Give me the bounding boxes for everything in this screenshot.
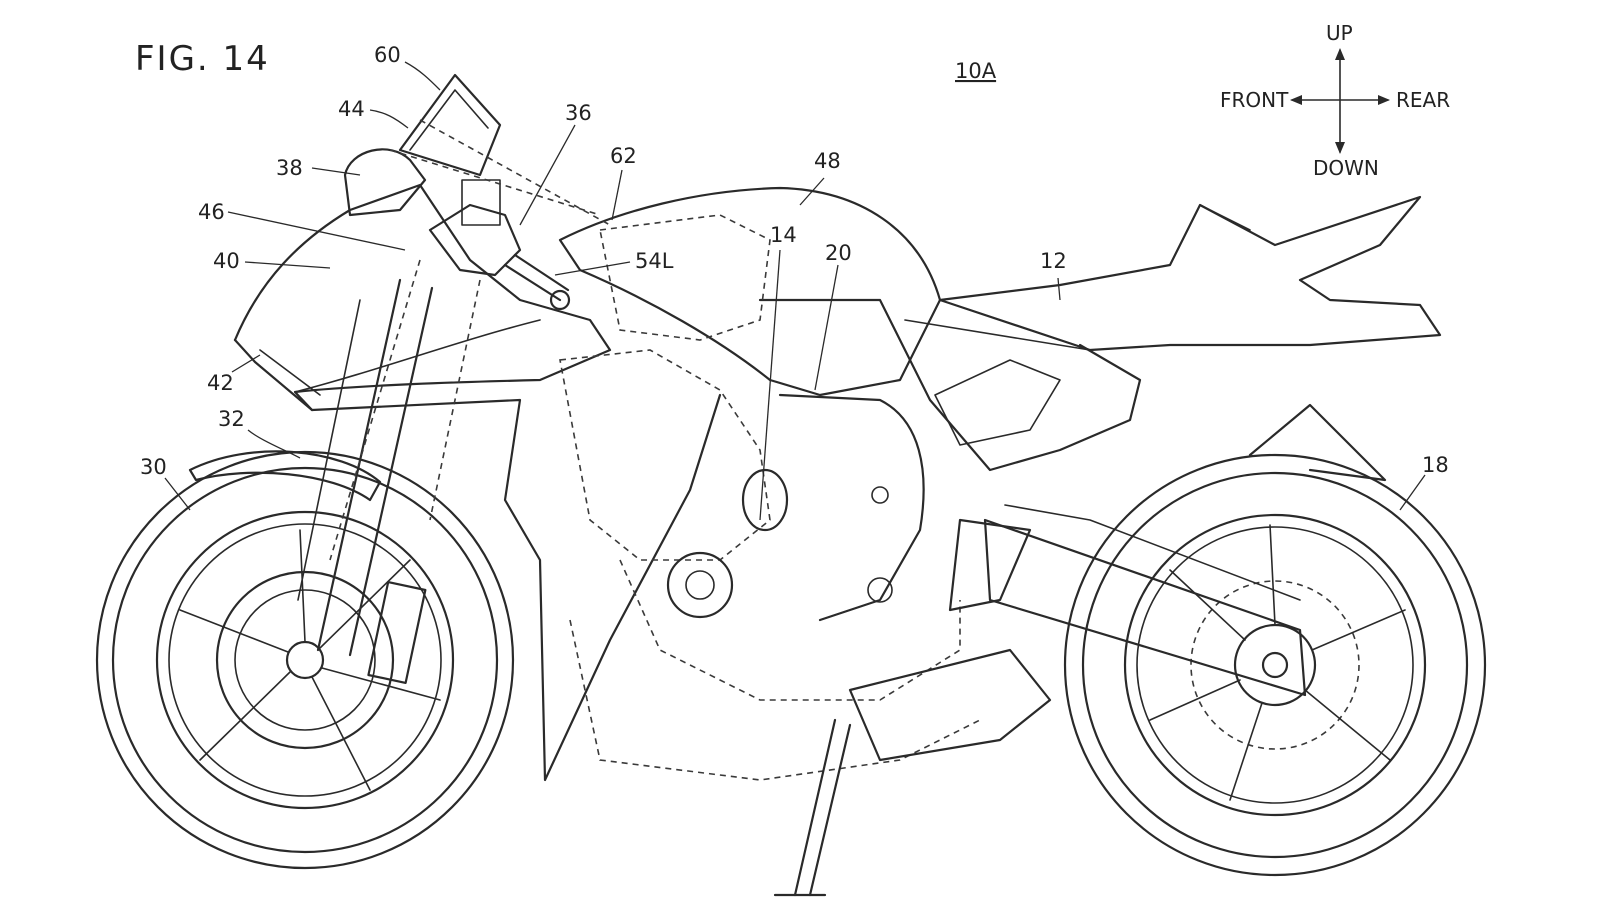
ref-48: 48 xyxy=(814,149,841,173)
ref-30: 30 xyxy=(140,455,167,479)
ref-18: 18 xyxy=(1422,453,1449,477)
ref-42: 42 xyxy=(207,371,234,395)
leader-lines xyxy=(164,61,1426,521)
assembly-ref: 10A xyxy=(955,59,997,83)
ref-36: 36 xyxy=(565,101,592,125)
rear-wheel xyxy=(1063,453,1487,877)
reference-numerals: 60 44 36 62 38 48 46 14 20 54L 40 12 42 … xyxy=(140,43,1449,479)
exhaust xyxy=(848,648,1052,762)
ref-62: 62 xyxy=(610,144,637,168)
figure-title: FIG. 14 xyxy=(135,39,270,79)
ref-40: 40 xyxy=(213,249,240,273)
fairing-dash xyxy=(329,259,481,561)
frame xyxy=(758,298,1142,622)
ref-44: 44 xyxy=(338,97,365,121)
seat-tail xyxy=(904,195,1442,352)
ref-20: 20 xyxy=(825,241,852,265)
ref-60: 60 xyxy=(374,43,401,67)
front-fairing xyxy=(233,183,722,782)
ref-12: 12 xyxy=(1040,249,1067,273)
windscreen xyxy=(398,73,502,177)
arrow-down-icon xyxy=(1335,142,1345,154)
ref-32: 32 xyxy=(218,407,245,431)
ref-46: 46 xyxy=(198,200,225,224)
ref-38: 38 xyxy=(276,156,303,180)
sightline-60 xyxy=(419,119,611,226)
front-wheel xyxy=(95,450,515,870)
side-stand xyxy=(773,718,852,897)
footpeg-bracket xyxy=(948,518,1032,612)
mirror xyxy=(343,148,427,217)
arrow-left-icon xyxy=(1290,95,1302,105)
arrow-up-icon xyxy=(1335,48,1345,60)
fuel-tank xyxy=(558,186,942,397)
label-up: UP xyxy=(1326,21,1353,45)
orientation-indicator: UP DOWN FRONT REAR xyxy=(1220,21,1450,180)
arrow-right-icon xyxy=(1378,95,1390,105)
label-rear: REAR xyxy=(1396,88,1450,112)
label-front: FRONT xyxy=(1220,88,1289,112)
front-fender xyxy=(188,450,382,502)
sightline-62 xyxy=(389,149,601,216)
ref-14: 14 xyxy=(770,223,797,247)
swing-arm xyxy=(983,504,1307,697)
ref-54L: 54L xyxy=(635,249,674,273)
label-down: DOWN xyxy=(1313,156,1379,180)
rear-hugger xyxy=(1248,403,1387,482)
engine xyxy=(559,214,981,781)
